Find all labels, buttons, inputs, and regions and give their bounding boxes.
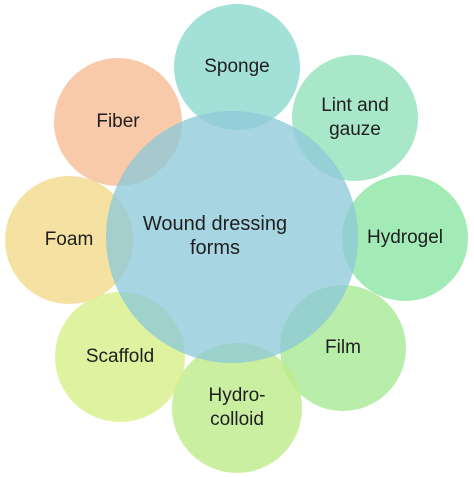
- center-circle: [106, 111, 358, 363]
- petal-circle-lint-and-gauze: [292, 55, 418, 181]
- petal-label-hydrogel-line-1: Hydrogel: [367, 227, 443, 248]
- petal-label-foam: Foam: [45, 229, 94, 250]
- petal-circle-foam: [5, 176, 133, 304]
- petal-label-hydrogel: Hydrogel: [367, 227, 443, 248]
- petal-circle-hydrocolloid: [172, 343, 302, 473]
- petal-label-lint-and-gauze-line-1: Lint and: [321, 95, 389, 116]
- petal-label-hydrocolloid-line-1: Hydro-: [208, 385, 265, 406]
- petal-label-fiber: Fiber: [96, 111, 140, 132]
- petal-circle-hydrogel: [342, 175, 468, 301]
- center-layer: [106, 111, 358, 363]
- petal-label-lint-and-gauze: Lint and gauze: [321, 95, 389, 140]
- petal-label-film: Film: [325, 337, 361, 358]
- petal-label-fiber-line-1: Fiber: [96, 111, 140, 132]
- petal-circle-sponge: [174, 4, 300, 130]
- petal-label-hydrocolloid-line-2: colloid: [210, 409, 264, 430]
- petal-label-film-line-1: Film: [325, 337, 361, 358]
- petal-label-foam-line-1: Foam: [45, 229, 94, 250]
- petal-label-scaffold: Scaffold: [86, 346, 154, 367]
- petal-label-hydrocolloid: Hydro-colloid: [208, 385, 265, 430]
- center-label-line-1: Wound dressing: [143, 213, 287, 235]
- petal-label-lint-and-gauze-line-2: gauze: [329, 119, 381, 140]
- petal-label-scaffold-line-1: Scaffold: [86, 346, 154, 367]
- petal-label-sponge-line-1: Sponge: [204, 56, 270, 77]
- center-label-line-2: forms: [190, 237, 240, 259]
- petal-label-sponge: Sponge: [204, 56, 270, 77]
